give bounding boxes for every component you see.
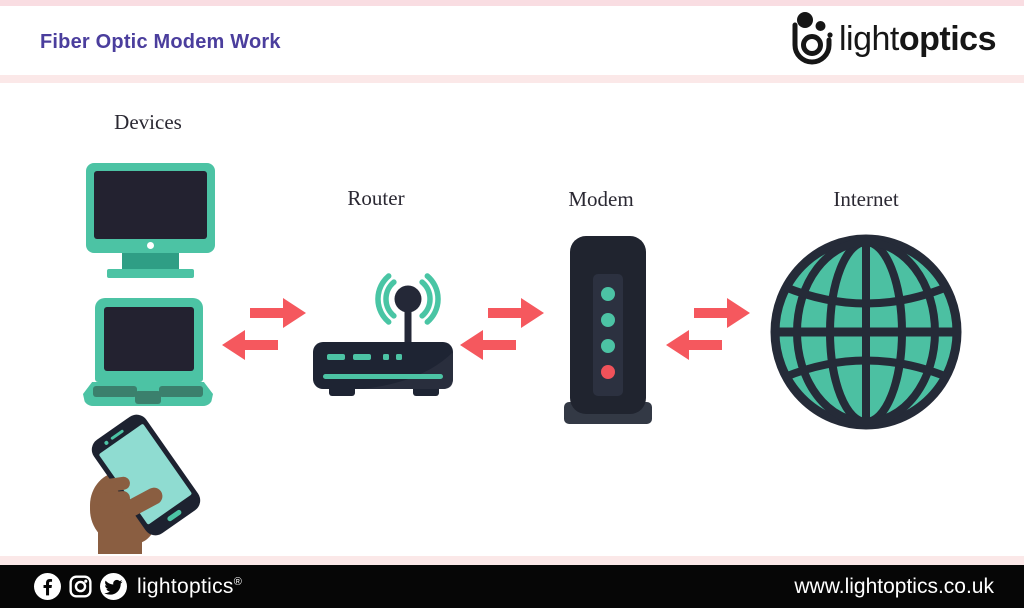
footer-brand-name: lightoptics [137,574,234,598]
arrows-router-modem [460,298,544,360]
arrow-right-icon [694,298,750,328]
instagram-icon[interactable] [67,573,94,600]
modem-led-panel [593,274,623,396]
arrow-right-icon [250,298,306,328]
laptop-keyboard-left [93,386,137,397]
page-title: Fiber Optic Modem Work [40,31,281,53]
lightoptics-logo-icon [792,12,833,65]
monitor-base [107,269,194,278]
router-label: Router [347,186,405,210]
modem-icon [558,236,658,426]
smartphone-in-hand-icon [84,409,214,554]
desktop-monitor-icon [86,163,215,279]
modem-label: Modem [568,187,634,211]
twitter-icon[interactable] [100,573,127,600]
header-divider-strip [0,75,1024,83]
arrow-left-icon [460,330,516,360]
devices-label: Devices [114,110,182,134]
arrow-left-icon [666,330,722,360]
laptop-screen [104,307,194,371]
monitor-power-dot [147,242,154,249]
footer-brand: lightoptics® [137,575,242,599]
brand-name-bold: optics [898,19,997,58]
arrows-modem-internet [666,298,750,360]
monitor-frame [86,163,215,253]
internet-label: Internet [833,187,899,211]
footer-website-link[interactable]: www.lightoptics.co.uk [794,574,994,598]
laptop-icon [83,298,213,410]
social-icons [34,573,127,600]
modem-led-green [601,339,615,353]
arrow-right-icon [488,298,544,328]
footer-divider-strip [0,556,1024,565]
brand-logo: lightoptics [789,10,997,68]
top-accent-strip [0,0,1024,6]
brand-logo-text: lightoptics [839,19,997,59]
arrows-devices-router [222,298,306,360]
laptop-touchpad [135,391,161,404]
monitor-stand [122,253,179,269]
smartphone-camera-dot [103,439,109,446]
modem-led-green [601,313,615,327]
footer: lightoptics® www.lightoptics.co.uk [0,565,1024,608]
laptop-base [83,382,213,406]
brand-name-light: light [839,19,899,58]
laptop-keyboard-right [159,386,203,397]
hand-wrist [98,526,142,554]
modem-led-red [601,365,615,379]
internet-globe-icon [770,234,962,430]
registered-mark: ® [233,575,243,588]
modem-led-green [601,287,615,301]
smartphone-home-button [166,508,183,523]
laptop-lid [95,298,203,382]
facebook-icon[interactable] [34,573,61,600]
monitor-screen [94,171,207,239]
router-icon [313,273,453,396]
arrow-left-icon [222,330,278,360]
